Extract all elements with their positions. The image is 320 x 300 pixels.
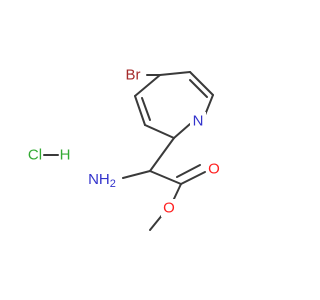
chlorine-atom: Cl [28,147,42,164]
o-carbonyl-bg [206,160,222,178]
bond-c2-calpha [149,137,175,172]
bond-calpha-ccarb [149,170,182,185]
bond-calpha-n [122,170,151,179]
molecule-structure: Br N NH2 O O Cl H [27,66,222,231]
bond-oester-ch3 [149,213,164,231]
bond-ccarb-oester [172,183,182,202]
br-bg [122,66,146,84]
amine-group: NH2 [88,171,116,191]
bond-c2-n [173,123,191,139]
bonds [43,71,214,231]
bond-c3-c2-inner [141,97,151,121]
ester-oxygen-atom: O [163,200,175,217]
bond-ccarb-odbl-2 [176,164,201,178]
bond-c2-c2sub [144,124,175,139]
bond-c4-c3 [134,74,161,97]
atom-labels: Br N NH2 O O Cl H [28,66,222,217]
pyridine-nitrogen-atom: N [193,113,204,130]
bond-n-c6 [204,94,214,116]
bond-c3-c2 [134,95,146,126]
o-ester-bg [161,199,177,217]
hydrogen-atom: H [60,147,71,164]
bromine-atom: Br [126,67,141,84]
bond-ccarb-odbl [180,171,206,185]
amine-bg [82,170,122,192]
bond-c5-c6-inner [189,79,208,98]
bond-c4-c5 [159,71,191,76]
n-ring-bg [190,112,206,130]
carbonyl-oxygen-atom: O [208,161,220,178]
bond-c5-c6 [189,71,214,96]
